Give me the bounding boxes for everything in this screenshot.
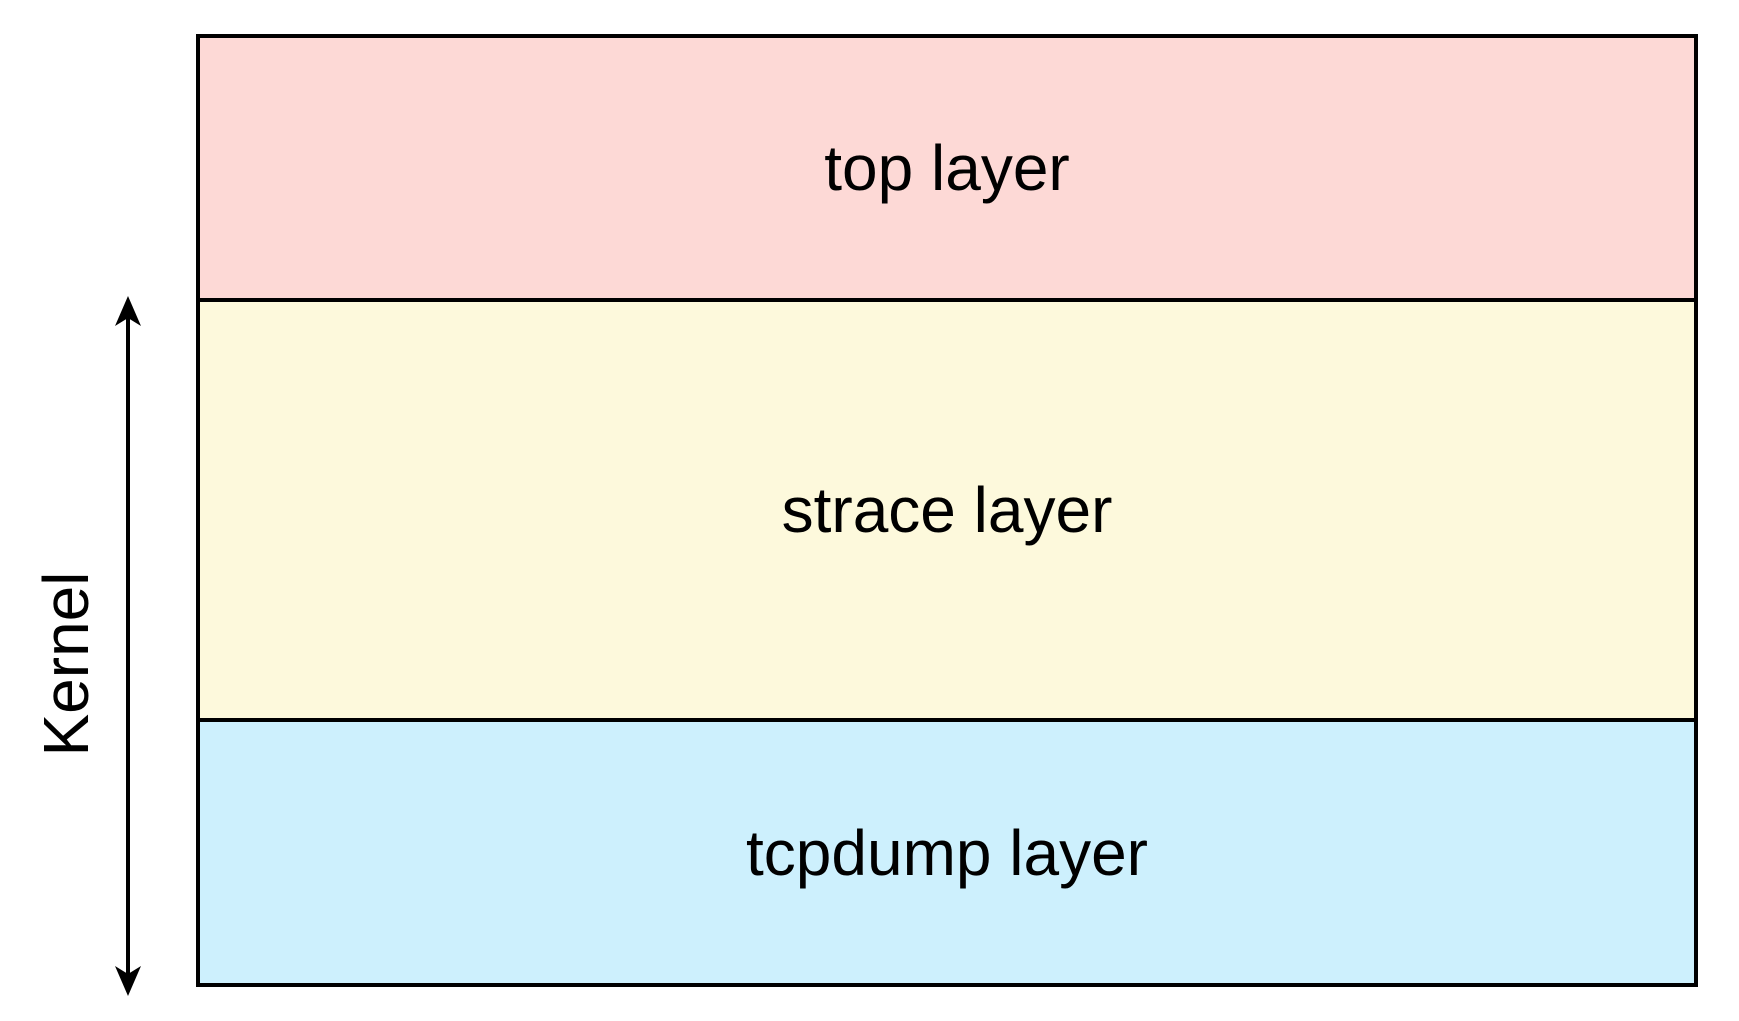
kernel-double-arrow: [115, 296, 141, 996]
strace-layer-label: strace layer: [781, 474, 1113, 546]
top-layer-box: top layer: [200, 38, 1694, 302]
top-layer-label: top layer: [824, 132, 1070, 204]
layer-stack: top layer strace layer tcpdump layer: [196, 34, 1698, 987]
kernel-label: Kernel: [30, 571, 102, 757]
tcpdump-layer-label: tcpdump layer: [746, 816, 1148, 889]
tcpdump-layer-box: tcpdump layer: [200, 722, 1694, 983]
strace-layer-box: strace layer: [200, 302, 1694, 722]
